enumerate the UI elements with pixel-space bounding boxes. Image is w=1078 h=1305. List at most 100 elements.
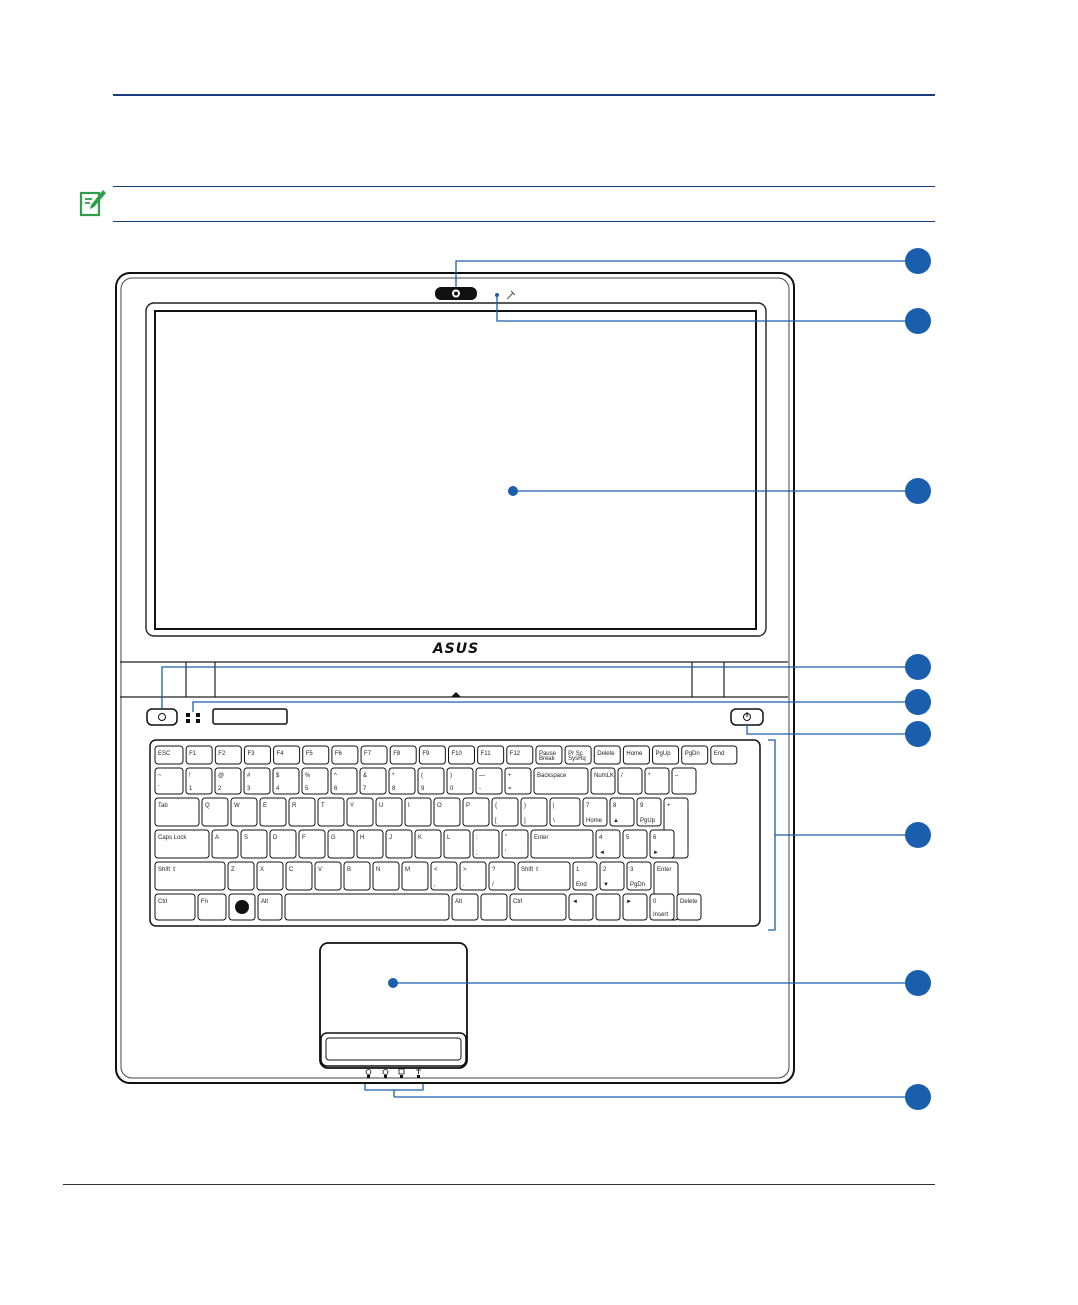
key-sublabel: ►	[653, 850, 659, 856]
key-label: Enter	[534, 835, 548, 841]
callout-circle-4	[905, 654, 931, 680]
key-label: F1	[189, 751, 197, 757]
key-sublabel: 8	[392, 786, 396, 792]
keyboard-key	[302, 745, 330, 765]
key-label: W	[234, 803, 240, 809]
key-sublabel: 2	[218, 786, 222, 792]
keyboard-key	[243, 745, 271, 765]
key-label: 0	[653, 899, 657, 905]
key-label: |	[553, 803, 555, 809]
callout-circle-5	[905, 689, 931, 715]
key-label: R	[292, 803, 297, 809]
instant-key-button	[146, 708, 178, 726]
key-label: >	[463, 867, 467, 873]
key-sublabel: `	[158, 786, 160, 792]
status-indicator-left	[186, 713, 190, 717]
display-panel	[154, 310, 757, 630]
key-label: ►	[626, 899, 632, 905]
keyboard-key	[509, 893, 567, 921]
windows-key-icon	[235, 900, 249, 914]
key-label: !	[189, 773, 191, 779]
key-sublabel: End	[576, 882, 587, 888]
keyboard-key	[617, 767, 643, 795]
key-label: Ctrl	[158, 899, 167, 905]
key-sublabel: 6	[334, 786, 338, 792]
key-label: F11	[481, 751, 492, 757]
status-indicator-right	[196, 713, 200, 717]
key-label: 7	[586, 803, 590, 809]
keyboard-key	[356, 829, 384, 859]
keyboard-key	[285, 861, 313, 891]
keyboard-key	[622, 829, 648, 859]
keyboard-key	[535, 745, 563, 765]
key-label: %	[305, 773, 311, 779]
keyboard-key	[520, 797, 548, 827]
keyboard-key	[530, 829, 594, 859]
keyboard-key	[372, 861, 400, 891]
keyboard-key	[462, 797, 490, 827]
key-label: Y	[350, 803, 354, 809]
key-label: D	[273, 835, 278, 841]
key-label: F3	[247, 751, 255, 757]
key-label: Delete	[597, 751, 615, 757]
key-sublabel: ;	[476, 850, 478, 856]
key-sublabel: 9	[421, 786, 425, 792]
key-label: NumLK	[594, 773, 614, 779]
key-label: /	[621, 773, 623, 779]
keyboard-key	[201, 797, 229, 827]
key-sublabel: Break	[539, 756, 556, 762]
keyboard-key	[346, 797, 374, 827]
keyboard-key	[451, 893, 479, 921]
key-label: F7	[364, 751, 372, 757]
callout-circle-8	[905, 970, 931, 996]
keyboard-key	[446, 767, 474, 795]
callout-circle-1	[905, 248, 931, 274]
keyboard-key	[214, 767, 242, 795]
key-label: F8	[393, 751, 401, 757]
keyboard-key	[595, 829, 621, 859]
keyboard-key	[154, 797, 200, 827]
key-label: #	[247, 773, 251, 779]
key-label: &	[363, 773, 367, 779]
key-label: *	[648, 773, 651, 779]
keyboard-key	[448, 745, 475, 765]
key-sublabel: 7	[363, 786, 367, 792]
key-label: @	[218, 773, 224, 779]
keyboard-key	[443, 829, 471, 859]
key-label: "	[505, 835, 507, 841]
keyboard-key	[582, 797, 608, 827]
keyboard-key	[375, 797, 403, 827]
key-sublabel: 5	[305, 786, 309, 792]
keyboard-key	[649, 893, 675, 921]
keyboard-key	[185, 745, 213, 765]
laptop-body-inner	[120, 277, 790, 1079]
callout-circle-6	[905, 721, 931, 747]
key-label: K	[418, 835, 422, 841]
key-sublabel: \	[553, 818, 555, 824]
key-label: Alt	[455, 899, 462, 905]
key-label: F2	[218, 751, 226, 757]
keyboard-key	[259, 797, 287, 827]
keyboard-key	[564, 745, 592, 765]
keyboard-key	[401, 861, 429, 891]
keyboard-key	[517, 861, 571, 891]
keyboard-key	[459, 861, 487, 891]
keyboard-key	[327, 829, 355, 859]
keyboard-key	[317, 797, 345, 827]
header-rule	[113, 94, 935, 96]
keyboard-key	[301, 767, 329, 795]
key-sublabel: ]	[524, 818, 526, 824]
key-label: N	[376, 867, 380, 873]
key-label: J	[389, 835, 392, 841]
key-label: Tab	[158, 803, 168, 809]
note-rule-top	[113, 186, 935, 187]
keyboard-key	[609, 797, 635, 827]
key-label: B	[347, 867, 351, 873]
keyboard-key	[388, 767, 416, 795]
keyboard-key	[330, 767, 358, 795]
key-sublabel: -	[479, 786, 481, 792]
keyboard-key	[649, 829, 675, 859]
keyboard-key	[477, 745, 505, 765]
